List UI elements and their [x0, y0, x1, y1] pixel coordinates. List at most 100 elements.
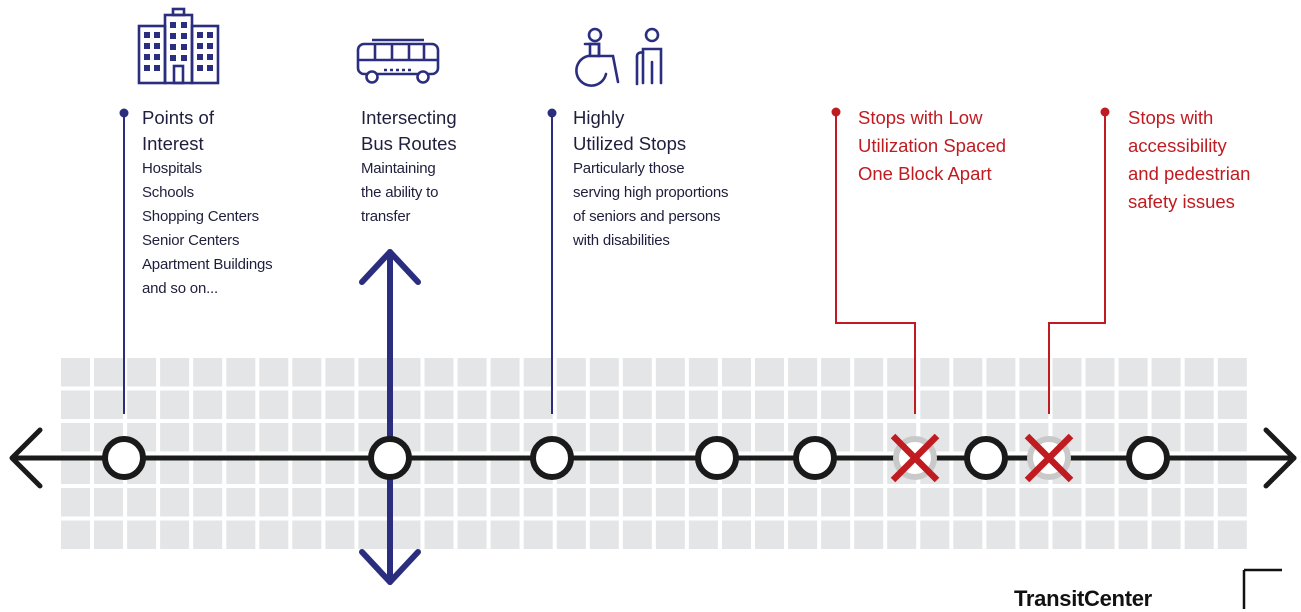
city-block: [688, 520, 718, 549]
city-block: [1217, 423, 1247, 452]
city-block: [1019, 358, 1049, 387]
city-block: [556, 520, 586, 549]
city-block: [193, 520, 223, 549]
city-block: [1151, 488, 1181, 517]
intersecting-bus-route: [359, 249, 421, 585]
city-block: [94, 488, 123, 517]
city-block: [1019, 390, 1049, 419]
access-line: accessibility: [1128, 135, 1227, 156]
wheelchair-icon: [575, 27, 620, 87]
city-block: [1184, 358, 1214, 387]
city-block: [61, 488, 90, 517]
city-block: [920, 488, 950, 517]
city-block: [589, 423, 619, 452]
building-icon: [137, 7, 220, 85]
city-block: [391, 390, 421, 419]
city-block: [1118, 488, 1148, 517]
city-block: [226, 488, 256, 517]
city-block: [193, 488, 223, 517]
poi-label: Points of Interest Hospitals Schools Sho…: [142, 105, 273, 301]
city-block: [292, 358, 322, 387]
city-block: [160, 358, 190, 387]
city-block: [160, 390, 190, 419]
bus-stop-marker: [695, 436, 739, 480]
city-block: [424, 358, 454, 387]
poi-item: and so on...: [142, 280, 218, 297]
city-block: [655, 488, 685, 517]
city-block: [457, 520, 487, 549]
accessibility-issues-label: Stops with accessibility and pedestrian …: [1128, 104, 1250, 216]
city-block: [589, 520, 619, 549]
city-block: [160, 423, 190, 452]
city-block: [1151, 390, 1181, 419]
bus-stop-marker: [102, 436, 146, 480]
access-leader: [1048, 107, 1110, 414]
city-block: [1085, 390, 1115, 419]
city-block: [226, 520, 256, 549]
low-utilization-label: Stops with Low Utilization Spaced One Bl…: [858, 104, 1006, 188]
bus-stop-marker: [1126, 436, 1170, 480]
city-block: [292, 520, 322, 549]
city-block: [94, 358, 123, 387]
city-block: [788, 390, 818, 419]
city-block: [325, 390, 355, 419]
city-block: [358, 390, 388, 419]
city-block: [1184, 423, 1214, 452]
util-desc-line: of seniors and persons: [573, 208, 721, 225]
city-block: [1019, 488, 1049, 517]
city-block: [688, 390, 718, 419]
city-block: [589, 390, 619, 419]
city-block: [788, 358, 818, 387]
city-block: [391, 520, 421, 549]
city-block: [259, 488, 289, 517]
city-block: [259, 423, 289, 452]
city-block: [1217, 488, 1247, 517]
city-block: [325, 520, 355, 549]
city-block: [1217, 390, 1247, 419]
city-block: [259, 390, 289, 419]
access-line: safety issues: [1128, 191, 1235, 212]
city-block: [854, 423, 884, 452]
city-block: [457, 358, 487, 387]
city-block: [1085, 358, 1115, 387]
city-block: [490, 390, 520, 419]
removed-stop-marker: [890, 433, 940, 483]
city-block: [160, 520, 190, 549]
city-block: [127, 390, 157, 419]
city-block: [722, 358, 751, 387]
city-block: [755, 358, 784, 387]
city-block: [490, 358, 520, 387]
city-block: [457, 390, 487, 419]
city-block: [953, 488, 983, 517]
city-block: [490, 488, 520, 517]
city-block: [1151, 358, 1181, 387]
bus-icon: [356, 38, 440, 84]
bus-desc-line: Maintaining: [361, 160, 436, 177]
city-block: [1217, 358, 1247, 387]
city-block: [1052, 488, 1082, 517]
city-block: [325, 488, 355, 517]
util-title-line1: Highly: [573, 107, 625, 128]
city-block: [325, 423, 355, 452]
city-block: [1184, 488, 1214, 517]
city-block: [722, 520, 751, 549]
city-block: [854, 390, 884, 419]
util-title-line2: Utilized Stops: [573, 133, 687, 154]
city-block: [887, 390, 917, 419]
city-block: [854, 358, 884, 387]
city-block: [1085, 520, 1115, 549]
city-block: [655, 520, 685, 549]
city-block: [424, 520, 454, 549]
city-block: [622, 488, 652, 517]
city-block: [622, 423, 652, 452]
city-block: [1019, 520, 1049, 549]
city-block: [755, 423, 784, 452]
access-line: Stops with: [1128, 107, 1214, 128]
city-block: [821, 488, 851, 517]
bus-routes-label: Intersecting Bus Routes Maintaining the …: [361, 105, 457, 229]
city-block: [589, 488, 619, 517]
poi-title-line1: Points of: [142, 107, 214, 128]
city-block: [193, 423, 223, 452]
city-block: [292, 488, 322, 517]
city-block: [953, 390, 983, 419]
